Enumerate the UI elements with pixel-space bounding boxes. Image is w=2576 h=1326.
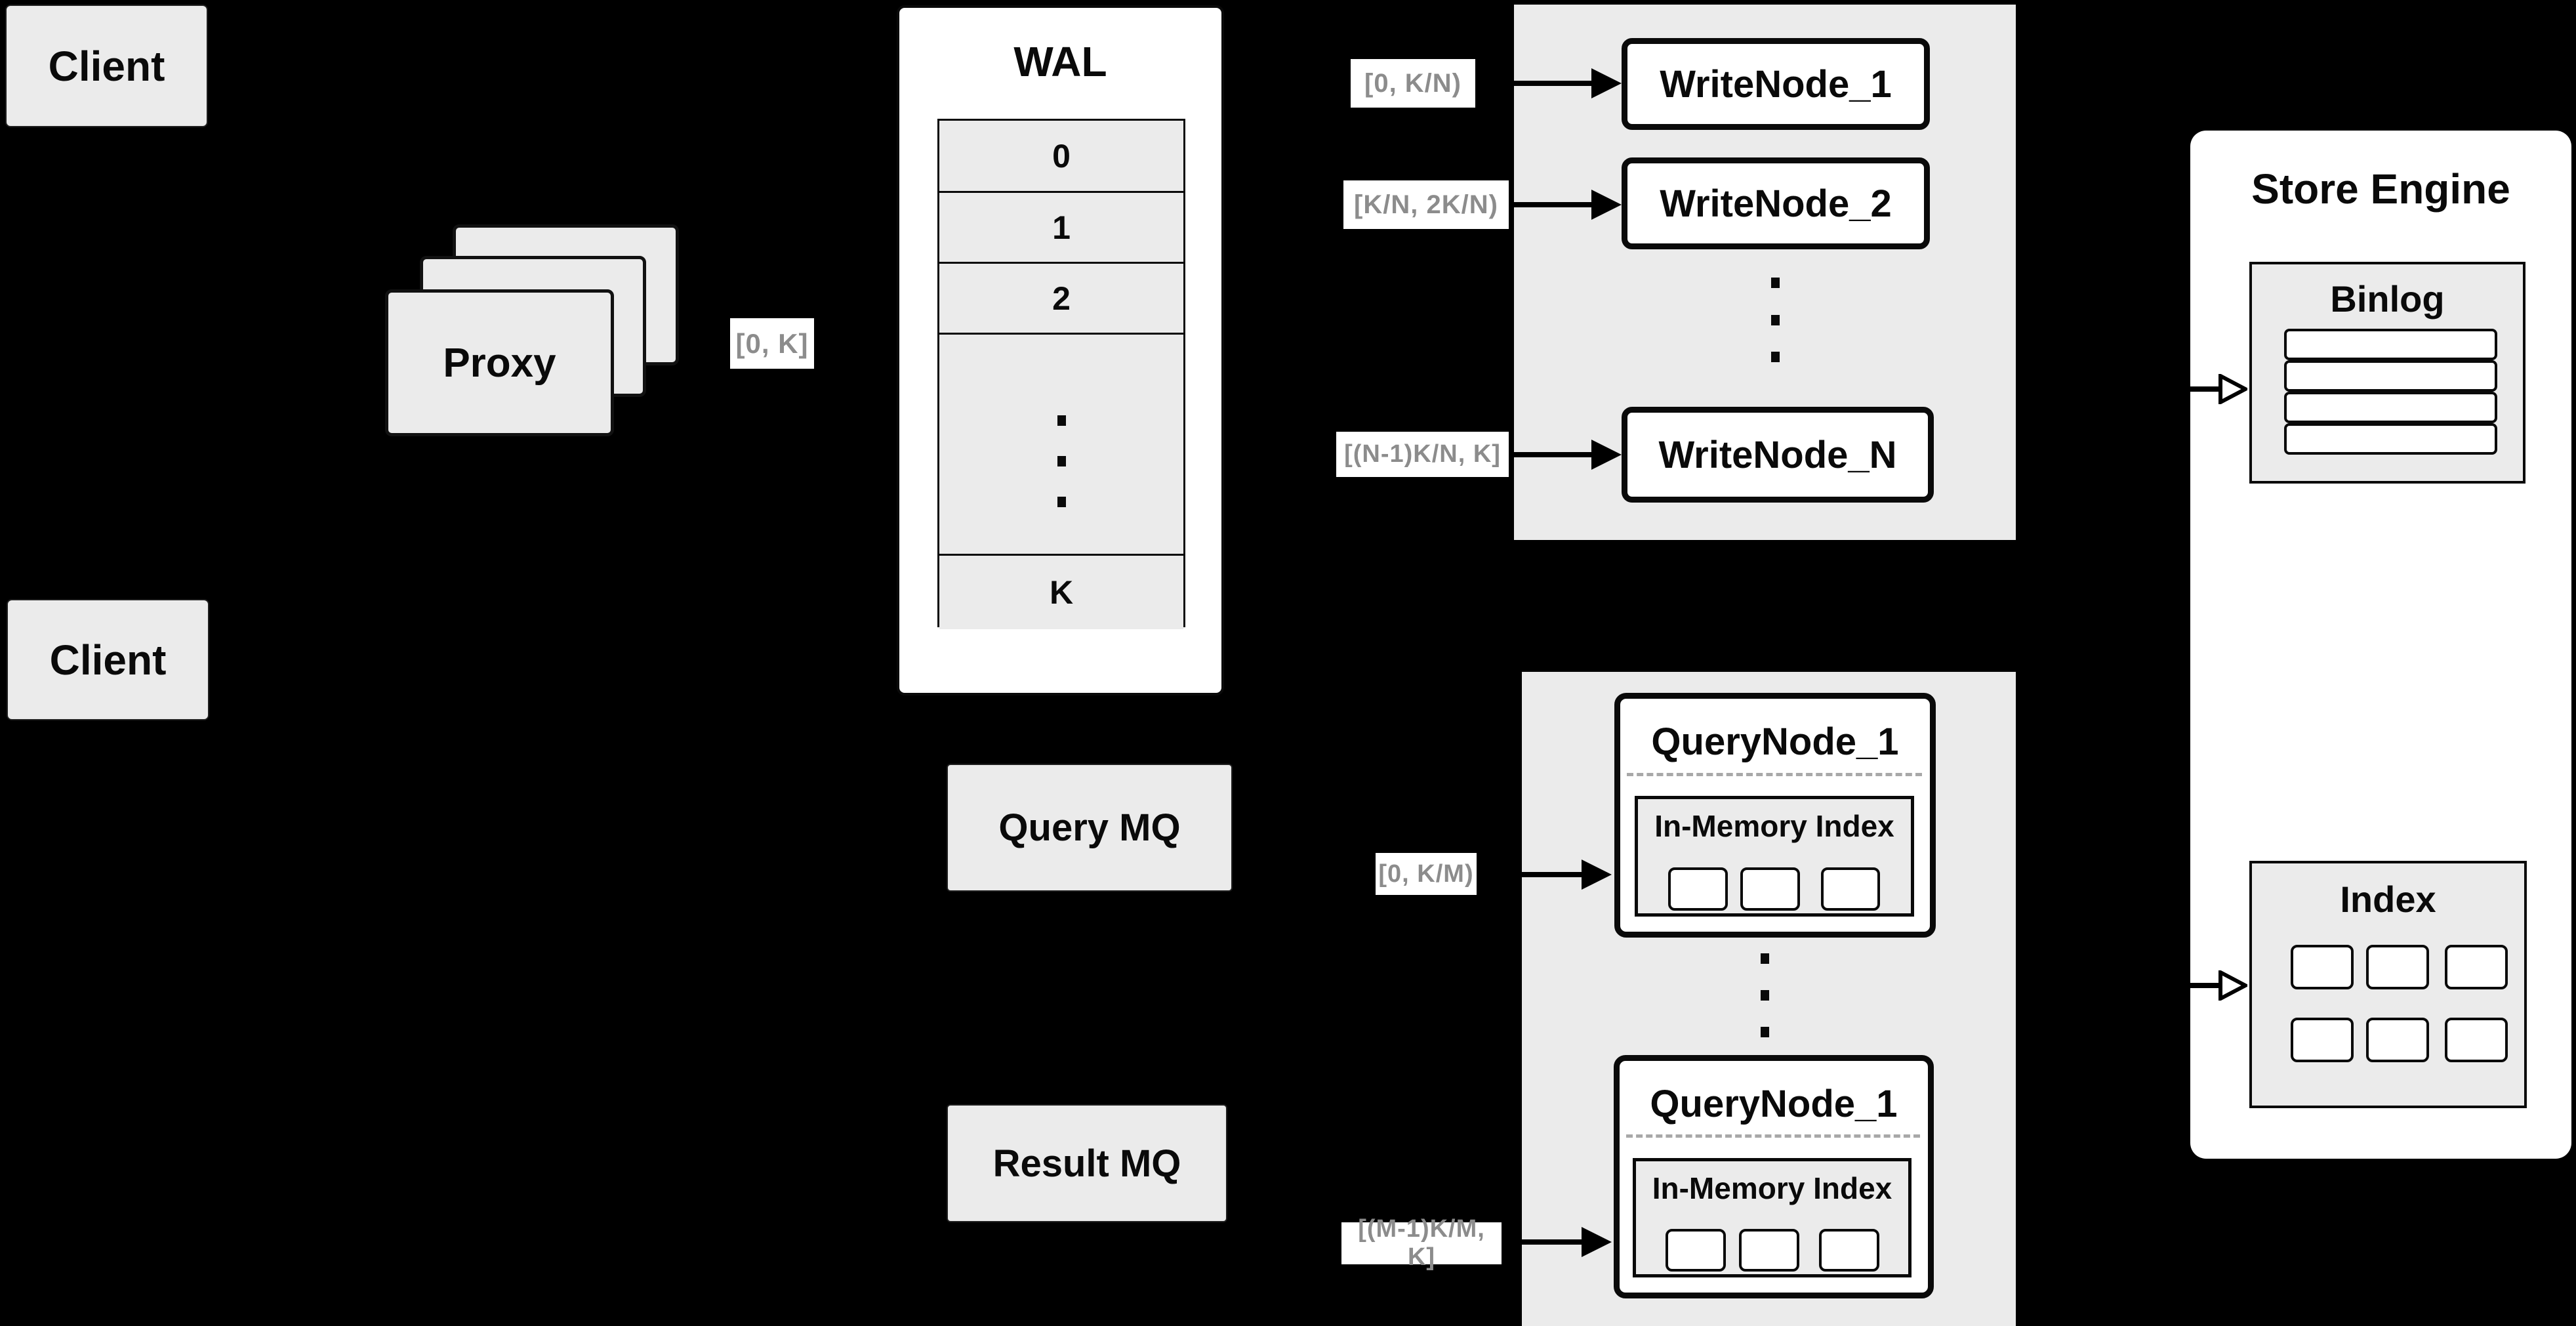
proxy-card-front: Proxy — [385, 289, 614, 436]
dashed-divider — [1626, 1134, 1920, 1138]
wal-segment-row: 2 — [939, 264, 1183, 335]
in-memory-index-box: In-Memory Index — [1635, 796, 1914, 917]
range-chip-write-n: [(N-1)K/N, K] — [1336, 432, 1509, 477]
segment-block-icon — [1739, 1229, 1799, 1272]
index-block-icon — [2445, 945, 2508, 989]
query-mq-box: Query MQ — [947, 764, 1233, 892]
index-block-icon — [2366, 1018, 2429, 1062]
range-chip-proxy-wal: [0, K] — [730, 318, 814, 369]
query-node-1-box: QueryNode_1 In-Memory Index — [1614, 693, 1936, 938]
segment-block-icon — [1666, 1229, 1726, 1272]
wal-box: WAL 0 1 2 K — [897, 5, 1224, 695]
wal-segment-row: 1 — [939, 193, 1183, 264]
binlog-row-icon — [2284, 360, 2497, 392]
binlog-row-icon — [2284, 423, 2497, 455]
query-node-title: QueryNode_1 — [1650, 1083, 1898, 1125]
index-block-icon — [2445, 1018, 2508, 1062]
range-chip-write-1: [0, K/N) — [1351, 59, 1475, 108]
store-engine-box: Store Engine Binlog Index — [2190, 131, 2571, 1159]
client-top-box: Client — [5, 5, 208, 127]
index-box: Index — [2249, 861, 2527, 1108]
query-node-title: QueryNode_1 — [1651, 720, 1899, 763]
range-chip-write-2: [K/N, 2K/N) — [1343, 180, 1509, 229]
segment-block-icon — [1819, 1229, 1879, 1272]
range-chip-query-m: [(M-1)K/M, K] — [1341, 1215, 1502, 1271]
write-node-n-box: WriteNode_N — [1622, 407, 1934, 503]
vertical-ellipsis-icon — [939, 335, 1183, 554]
in-memory-index-box: In-Memory Index — [1633, 1158, 1912, 1277]
segment-block-icon — [1821, 867, 1880, 911]
write-node-2-box: WriteNode_2 — [1622, 157, 1930, 249]
index-block-icon — [2291, 1018, 2354, 1062]
wal-title: WAL — [1013, 38, 1107, 85]
wal-segment-row: 0 — [939, 121, 1183, 193]
index-block-icon — [2366, 945, 2429, 989]
segment-block-icon — [1668, 867, 1728, 911]
binlog-box: Binlog — [2249, 262, 2525, 484]
wal-ellipsis-row — [939, 335, 1183, 556]
segment-block-icon — [1740, 867, 1800, 911]
binlog-row-icon — [2284, 392, 2497, 423]
binlog-title: Binlog — [2330, 278, 2445, 320]
index-title: Index — [2340, 879, 2436, 920]
store-engine-title: Store Engine — [2251, 165, 2510, 213]
result-mq-box: Result MQ — [947, 1104, 1227, 1222]
write-node-1-box: WriteNode_1 — [1622, 38, 1930, 130]
wal-segment-table: 0 1 2 K — [937, 119, 1185, 629]
in-memory-index-title: In-Memory Index — [1652, 1171, 1892, 1205]
in-memory-index-title: In-Memory Index — [1654, 809, 1894, 843]
index-block-icon — [2291, 945, 2354, 989]
query-node-2-box: QueryNode_1 In-Memory Index — [1614, 1055, 1934, 1298]
range-chip-query-1: [0, K/M) — [1376, 853, 1477, 895]
binlog-row-icon — [2284, 329, 2497, 360]
client-bottom-box: Client — [7, 599, 209, 720]
dashed-divider — [1627, 773, 1922, 776]
wal-segment-row: K — [939, 556, 1183, 629]
